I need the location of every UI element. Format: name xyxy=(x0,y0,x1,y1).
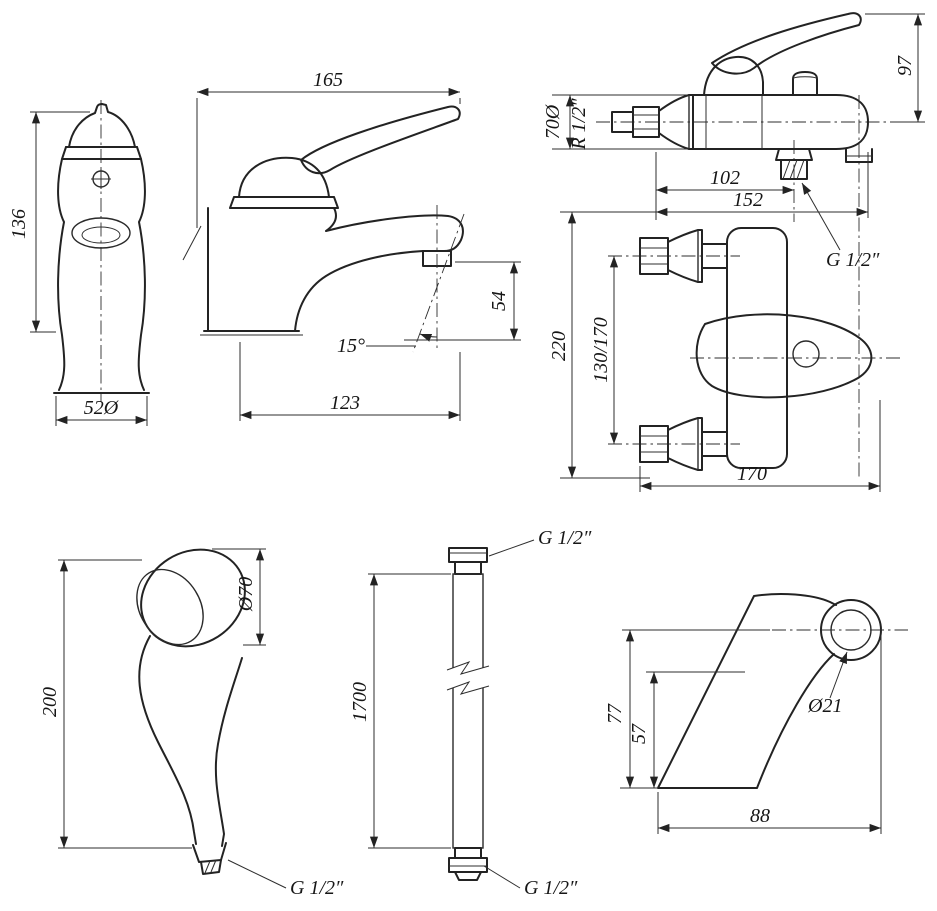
side-aerator xyxy=(422,250,452,267)
dim-bath-wall-to-spout: 102 xyxy=(655,152,794,220)
front-handle-outline xyxy=(68,103,136,148)
bath-handle-height-label: 97 xyxy=(894,55,916,76)
bath-overall-width-label: 170 xyxy=(737,463,767,485)
dim-side-angle: 15° xyxy=(337,333,438,357)
side-cartridge-dome xyxy=(238,156,330,198)
hand-shower-view: Ø70 200 G 1/2″ xyxy=(39,548,344,899)
wall-holder-view: 77 57 Ø21 88 xyxy=(604,593,908,834)
dim-side-depth: 165 xyxy=(196,69,461,228)
bath-front-top-flange xyxy=(639,229,728,283)
dim-hose-length: 1700 xyxy=(349,573,451,849)
hose-bottom-collar xyxy=(454,847,482,859)
hose-bottom-tail xyxy=(454,871,482,881)
bath-overall-height-label: 220 xyxy=(548,331,570,361)
side-angled-centerline xyxy=(412,213,465,353)
front-height-label: 136 xyxy=(8,209,30,239)
dim-hose-thread-bottom: G 1/2″ xyxy=(483,865,578,899)
side-spout-underside xyxy=(294,250,424,332)
bath-front-body-column xyxy=(726,227,788,469)
holder-hole-diameter-label: Ø21 xyxy=(807,695,842,717)
side-spout-reach-label: 123 xyxy=(330,392,360,414)
dim-holder-inner-height: 57 xyxy=(628,671,745,788)
bath-front-handle-cap xyxy=(792,340,820,368)
side-spout-top xyxy=(325,207,464,252)
dim-hose-thread-top: G 1/2″ xyxy=(488,527,592,557)
basin-mixer-front-view: 136 52Ø xyxy=(8,100,150,426)
hose-thread-bottom-label: G 1/2″ xyxy=(524,877,578,899)
dim-bath-handle-height: 97 xyxy=(865,13,925,123)
dim-front-height: 136 xyxy=(8,111,90,333)
bath-cartridge-dome xyxy=(703,55,764,96)
hose-length-label: 1700 xyxy=(349,682,371,722)
dim-holder-hole-diameter: Ø21 xyxy=(807,651,848,717)
dim-bath-body-width: 152 xyxy=(656,152,869,218)
side-handle-lever xyxy=(300,105,461,175)
dim-bath-overall-width: 170 xyxy=(639,400,881,492)
bath-body-width-label: 152 xyxy=(733,189,763,211)
shower-spray-face xyxy=(136,568,204,646)
holder-inner-height-label: 57 xyxy=(628,723,650,744)
dim-holder-width: 88 xyxy=(657,636,882,834)
side-spout-height-label: 54 xyxy=(488,291,510,311)
shower-thread-label: G 1/2″ xyxy=(290,877,344,899)
bath-wall-to-spout-label: 102 xyxy=(710,167,740,189)
bath-side-inlet xyxy=(611,94,694,150)
dim-bath-flange-diameter: 70Ø R 1/2″ xyxy=(542,94,687,151)
dim-side-spout-reach: 123 xyxy=(239,342,461,421)
bath-diverter-knob xyxy=(792,71,818,96)
bath-inlet-centers-label: 130/170 xyxy=(590,317,612,383)
side-break-tick xyxy=(182,225,202,261)
bath-outlet-thread-label: G 1/2″ xyxy=(826,249,880,271)
bath-flange-diameter-label: 70Ø xyxy=(542,103,564,139)
bath-front-centerlines xyxy=(608,255,900,445)
hose-top-collar xyxy=(454,561,482,575)
dim-bath-inlet-centers: 130/170 xyxy=(590,255,619,444)
shower-length-label: 200 xyxy=(39,687,61,717)
hose-braided-body xyxy=(452,573,484,849)
bath-side-body xyxy=(692,12,873,180)
bath-spout-thread xyxy=(780,159,808,180)
shower-hose-view: G 1/2″ 1700 G 1/2″ xyxy=(349,527,592,899)
dim-front-base-diameter: 52Ø xyxy=(55,396,148,426)
holder-body-outline xyxy=(657,593,837,789)
bath-handle-lever xyxy=(711,12,862,75)
basin-mixer-side-view: 15° 165 54 123 xyxy=(182,69,521,421)
dim-shower-thread: G 1/2″ xyxy=(227,859,344,899)
bath-mixer-views: 97 70Ø R 1/2″ 102 152 G 1/2″ xyxy=(542,12,925,492)
dim-shower-length: 200 xyxy=(39,559,192,849)
dim-holder-height: 77 xyxy=(604,629,770,788)
hose-thread-top-label: G 1/2″ xyxy=(538,527,592,549)
bath-front-bottom-flange xyxy=(639,417,728,471)
front-body-outline xyxy=(57,158,146,391)
bath-inlet-thread-label: R 1/2″ xyxy=(568,98,590,151)
side-depth-label: 165 xyxy=(313,69,343,91)
dim-shower-head-diameter: Ø70 xyxy=(212,548,266,646)
dim-bath-outlet-thread: G 1/2″ xyxy=(801,182,880,271)
hose-break-lower xyxy=(446,681,490,695)
side-angle-label: 15° xyxy=(337,335,365,357)
holder-height-label: 77 xyxy=(604,703,626,724)
hose-top-nut xyxy=(448,547,488,563)
shower-connector-thread xyxy=(200,859,222,875)
bath-front-handle xyxy=(695,313,873,399)
hose-break-upper xyxy=(446,661,490,675)
dim-bath-overall-height: 220 xyxy=(548,211,656,479)
hose-bottom-nut xyxy=(448,857,488,873)
shower-handle-outline xyxy=(138,635,243,847)
front-base-diameter-label: 52Ø xyxy=(84,397,120,419)
holder-width-label: 88 xyxy=(750,805,770,827)
dim-side-spout-height: 54 xyxy=(404,261,521,341)
front-spout-opening xyxy=(71,217,131,249)
shower-head-diameter-label: Ø70 xyxy=(235,577,257,612)
